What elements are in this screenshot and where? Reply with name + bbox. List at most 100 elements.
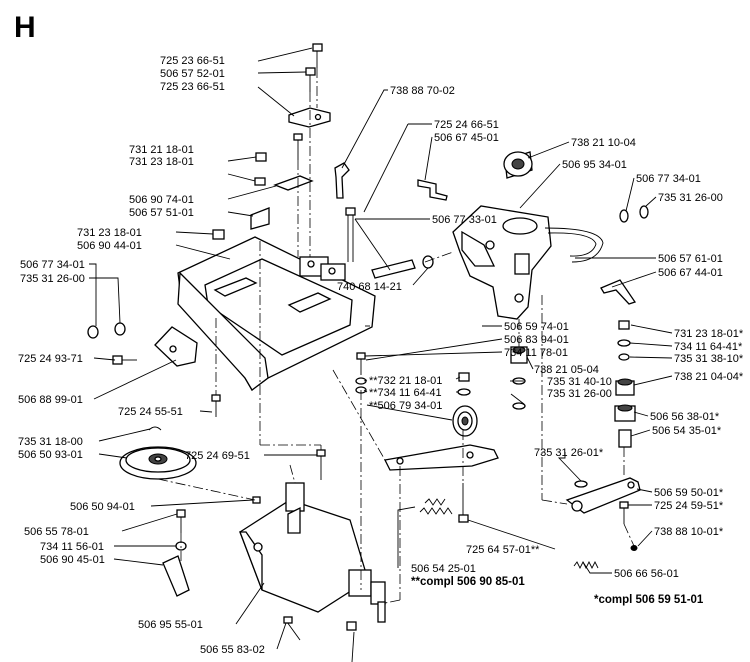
washer-left-1 — [87, 325, 99, 339]
part-label: 725 24 55-51 — [118, 406, 183, 418]
part-label: 506 57 52-01 — [160, 68, 225, 80]
part-label: 506 54 25-01 — [411, 563, 476, 575]
nut-left-1 — [212, 229, 225, 240]
part-label: 725 23 66-51 — [160, 81, 225, 93]
bearing-top — [503, 151, 533, 179]
spring — [419, 498, 453, 515]
part-label: 725 24 66-51 — [434, 119, 499, 131]
part-label: 735 31 38-10* — [674, 353, 744, 365]
part-label: 725 23 66-51 — [160, 55, 225, 67]
part-label: 735 31 18-00 — [18, 436, 83, 448]
part-label: 506 83 94-01 — [504, 334, 569, 346]
part-label: 738 21 04-04* — [674, 371, 744, 383]
part-label: 725 24 93-71 — [18, 353, 83, 365]
gearbox — [239, 482, 386, 623]
part-label: 725 24 69-51 — [185, 450, 250, 462]
nut-bottom — [346, 621, 357, 631]
part-label: 734 11 78-01 — [504, 347, 568, 359]
bolt-side — [112, 355, 137, 365]
bracket-small-1 — [273, 175, 314, 191]
bolt-lower-left — [211, 394, 221, 417]
nut-upper-2 — [254, 177, 266, 186]
part-label: 735 31 26-00 — [547, 388, 612, 400]
bearing-right — [615, 378, 635, 396]
assembly-note: *compl 506 59 51-01 — [594, 594, 704, 606]
part-label: 506 95 55-01 — [138, 619, 203, 631]
shaft — [371, 255, 434, 279]
bolt-gearbox — [176, 509, 186, 533]
spring-right — [573, 560, 599, 570]
part-label: 738 88 70-02 — [390, 85, 455, 97]
bolt-bottom — [283, 616, 301, 641]
washer-mid-2 — [512, 402, 526, 410]
part-label: 738 88 10-01* — [654, 526, 724, 538]
leader-lines — [89, 47, 673, 662]
top-bolt-b — [305, 67, 316, 92]
part-label: 735 31 26-00 — [658, 192, 723, 204]
washer-right-stack-1 — [617, 339, 631, 347]
part-label: 725 24 59-51* — [654, 500, 724, 512]
section-letter: H — [14, 11, 36, 44]
part-label: 506 59 74-01 — [504, 321, 569, 333]
part-label: 731 23 18-01 — [129, 156, 194, 168]
part-label: 506 66 56-01 — [614, 568, 679, 580]
nut-upper-1 — [255, 152, 267, 162]
bolt-stack — [355, 352, 367, 394]
bracket-gearbox — [162, 555, 190, 597]
part-label: 506 59 50-01* — [654, 487, 724, 499]
part-label: 506 90 45-01 — [40, 554, 105, 566]
part-label: 734 11 56-01 — [40, 541, 104, 553]
part-label: 506 77 34-01 — [20, 259, 85, 271]
part-label: 735 31 26-00 — [20, 273, 85, 285]
part-label: 731 21 18-01 — [129, 144, 194, 156]
part-label: 506 50 94-01 — [70, 501, 135, 513]
part-label: 506 67 44-01 — [658, 267, 723, 279]
part-label: 740 68 14-21 — [337, 281, 402, 293]
main-frame — [177, 236, 376, 391]
part-label: 738 21 05-04 — [534, 364, 599, 376]
bolt-lever-right — [619, 501, 629, 524]
washer-right-1 — [619, 209, 629, 223]
part-label: 506 55 83-02 — [200, 644, 265, 656]
part-label: 506 77 33-01 — [432, 214, 497, 226]
washer-left-2 — [114, 322, 126, 336]
part-label: 506 95 34-01 — [562, 159, 627, 171]
clamp-plate-upper — [288, 107, 331, 128]
part-label: 506 90 44-01 — [77, 240, 142, 252]
nut-right-stack — [618, 320, 630, 330]
washer-idler — [457, 388, 471, 396]
bracket-small-2 — [250, 207, 270, 230]
part-label: 506 67 45-01 — [434, 132, 499, 144]
clip-ring — [148, 426, 162, 431]
part-label: 734 11 64-41* — [674, 341, 743, 353]
pin-right — [630, 545, 638, 551]
part-label: 506 54 35-01* — [652, 425, 722, 437]
clip-right-1 — [417, 179, 448, 201]
washer-right-2 — [639, 205, 649, 219]
top-bolt-a — [312, 43, 323, 68]
side-bracket — [154, 326, 198, 367]
bolt-center — [316, 449, 326, 480]
part-label: 506 88 99-01 — [18, 394, 83, 406]
part-label: **734 11 64-41 — [369, 387, 442, 399]
part-label: **732 21 18-01 — [369, 375, 442, 387]
spacer-right — [614, 404, 636, 422]
hook-part — [334, 162, 350, 199]
washer-right-stack-2 — [618, 353, 630, 361]
lever-arm-right — [565, 477, 641, 514]
part-label: 735 31 40-10 — [547, 376, 612, 388]
long-bolt — [345, 207, 356, 262]
sleeve-right — [618, 429, 632, 448]
part-label: 731 23 18-01 — [77, 227, 142, 239]
bolt-left-upper — [293, 133, 303, 160]
part-label: 506 57 61-01 — [658, 253, 723, 265]
bolt-lever — [458, 483, 469, 523]
part-label: 506 55 78-01 — [24, 526, 89, 538]
part-label: 506 57 51-01 — [129, 207, 194, 219]
part-label: 506 50 93-01 — [18, 449, 83, 461]
idler-pulley — [452, 405, 478, 437]
part-label: 506 90 74-01 — [129, 194, 194, 206]
part-label: 506 77 34-01 — [636, 173, 701, 185]
part-label: 725 64 57-01** — [466, 544, 540, 556]
